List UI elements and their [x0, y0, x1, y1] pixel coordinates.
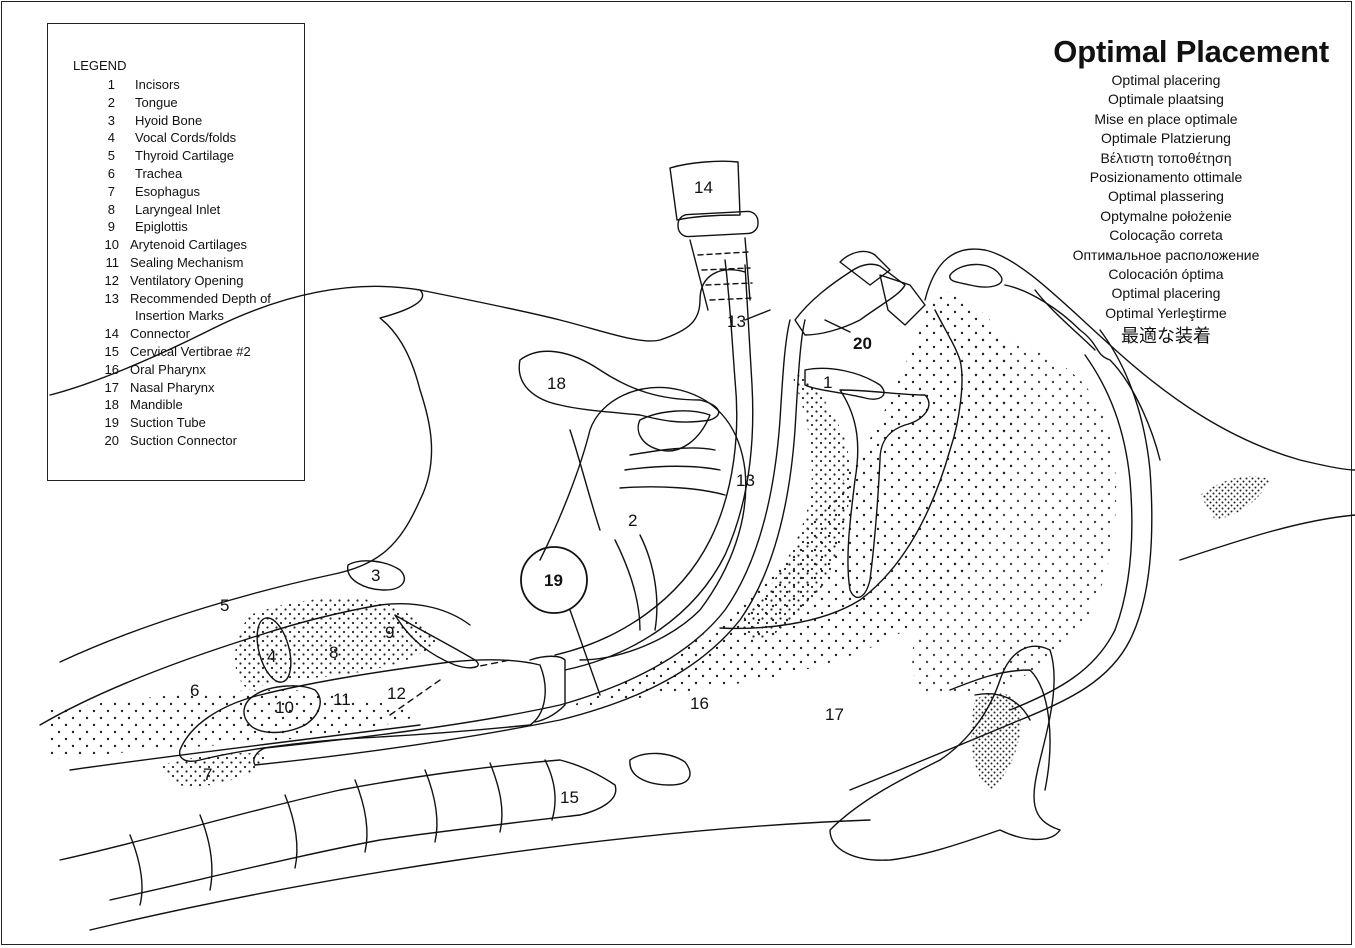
- cervical-spine-upper: [60, 760, 616, 860]
- nasal-cavity-outline: [950, 264, 1002, 286]
- label-4: 4: [267, 647, 276, 666]
- label-19: 19: [544, 571, 563, 590]
- label-10: 10: [275, 698, 294, 717]
- label-9: 9: [385, 623, 394, 642]
- label-20: 20: [853, 334, 872, 353]
- c2-vertebra-fragment: [630, 753, 690, 785]
- label-13-lower: 13: [736, 471, 755, 490]
- lower-turbinate-dots: [971, 693, 1021, 790]
- trachea-region: [50, 690, 420, 760]
- label-5: 5: [220, 596, 229, 615]
- label-12: 12: [387, 684, 406, 703]
- label-1: 1: [823, 373, 832, 392]
- suction-connector: [795, 264, 905, 335]
- label-18: 18: [547, 374, 566, 393]
- cervical-spine-lower: [110, 815, 580, 900]
- turbinate-dots: [1200, 476, 1270, 520]
- tongue-outline: [540, 387, 746, 660]
- label-15: 15: [560, 788, 579, 807]
- label-8: 8: [329, 643, 338, 662]
- label-6: 6: [190, 681, 199, 700]
- label-17: 17: [825, 705, 844, 724]
- label-3: 3: [371, 566, 380, 585]
- label-11: 11: [333, 690, 351, 709]
- label-16: 16: [690, 694, 709, 713]
- nose-lower-outline: [1180, 515, 1355, 560]
- face-outline: [420, 270, 745, 341]
- label-13-upper: 13: [727, 312, 746, 331]
- label-2: 2: [628, 511, 637, 530]
- esophagus-region: [160, 753, 270, 787]
- label-7: 7: [203, 765, 212, 784]
- label-14: 14: [694, 178, 713, 197]
